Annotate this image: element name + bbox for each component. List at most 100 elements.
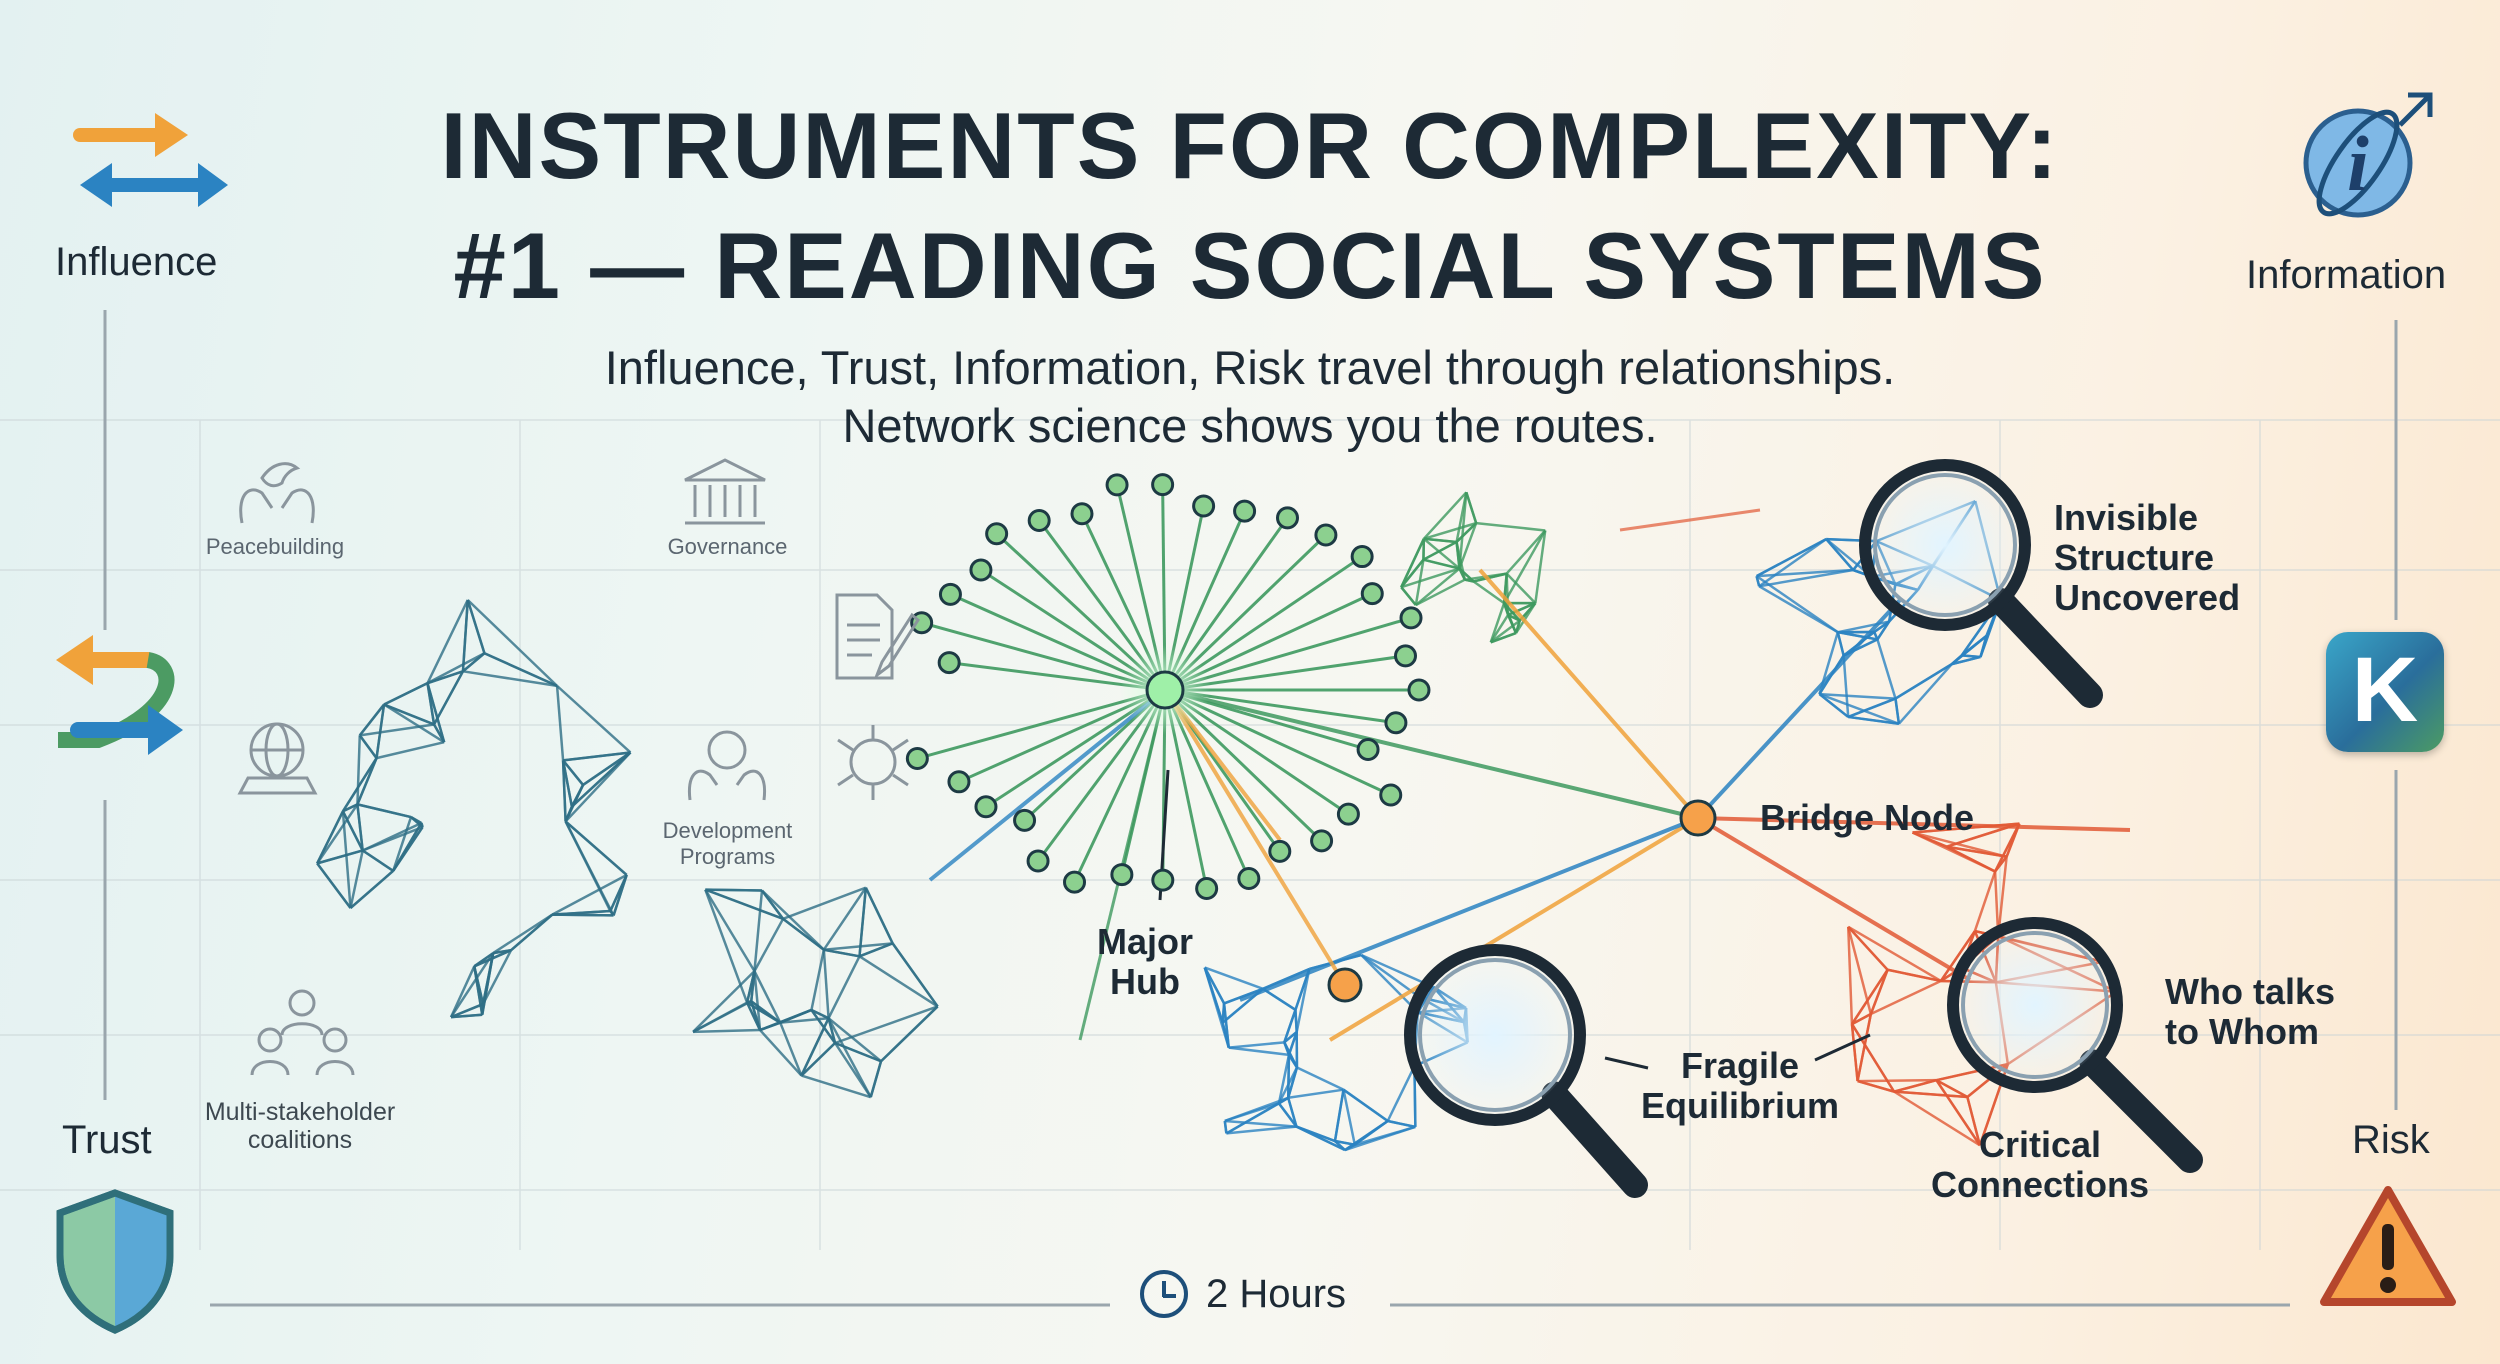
network-edge	[1966, 1096, 1982, 1146]
network-edge	[827, 1017, 872, 1098]
sector-coalitions: Multi-stakeholder coalitions	[170, 1098, 430, 1154]
network-edge	[356, 735, 362, 805]
network-edge	[341, 810, 364, 852]
hub-leaf-node	[1151, 473, 1175, 497]
hub-leaf-node	[1356, 738, 1380, 762]
duration-label: 2 Hours	[1206, 1271, 1347, 1316]
network-edge	[759, 1029, 803, 1077]
network-edge	[427, 670, 464, 685]
k-app-icon: K	[2326, 632, 2444, 752]
network-edge	[358, 703, 386, 737]
network-edge	[376, 740, 445, 760]
network-edge	[801, 1074, 872, 1099]
callout-fragile-line2: Equilibrium	[1641, 1085, 1839, 1126]
network-edge	[450, 1013, 483, 1019]
network-edge	[481, 949, 513, 1005]
bridge-edge	[1619, 508, 1761, 532]
arrows-cycle-icon	[56, 635, 183, 755]
network-edge	[1415, 578, 1466, 607]
network-edge	[1386, 1065, 1416, 1122]
network-edge	[859, 942, 894, 958]
network-edge	[810, 949, 826, 1011]
hub-leaf-node	[974, 795, 998, 819]
callout-hub-line2: Hub	[1110, 961, 1180, 1002]
network-edge	[822, 886, 867, 951]
puzzle-icon	[837, 725, 909, 800]
network-edge	[362, 825, 424, 852]
network-edge	[473, 952, 494, 968]
network-edge	[1756, 537, 1827, 578]
network-edge	[316, 803, 359, 865]
network-edge	[426, 652, 485, 685]
network-edge	[432, 670, 465, 726]
sector-development-line2: Programs	[679, 844, 776, 869]
network-edge	[1472, 580, 1505, 605]
hub-leaf-node	[1379, 783, 1403, 807]
network-edge	[1490, 631, 1517, 644]
network-edge	[356, 757, 378, 805]
network-edge	[1514, 602, 1537, 634]
network-edge	[483, 652, 558, 688]
network-edge	[745, 1002, 762, 1031]
network-edge	[561, 760, 567, 822]
network-edge	[1387, 1119, 1416, 1129]
network-edge	[1506, 614, 1518, 634]
leader-line	[1814, 1033, 1871, 1062]
dove-hands-icon	[239, 462, 315, 524]
network-edge	[1283, 1009, 1297, 1043]
network-edge	[753, 890, 764, 972]
network-edge	[1847, 697, 1896, 719]
network-edge	[834, 1005, 939, 1045]
page-title-line1: INSTRUMENTS FOR COMPLEXITY:	[440, 93, 2060, 198]
network-edge	[383, 703, 435, 726]
network-edge	[1851, 1012, 1872, 1026]
network-edge	[693, 1028, 761, 1034]
network-edge	[571, 751, 632, 808]
page-title-line2: #1 — READING SOCIAL SYSTEMS	[453, 213, 2047, 318]
hub-leaf-node	[1268, 839, 1292, 863]
network-edge	[1283, 1030, 1298, 1044]
network-edge	[1423, 558, 1460, 570]
network-edge	[869, 1060, 883, 1098]
callout-who-talks: Who talks to Whom	[2165, 972, 2335, 1052]
network-edge	[1758, 568, 1854, 588]
network-edge	[1334, 1139, 1356, 1146]
hub-leaf-node	[1027, 509, 1051, 533]
network-edge	[1295, 968, 1311, 1033]
hub-leaf-node	[1195, 877, 1219, 901]
network-edge	[1857, 1078, 1937, 1083]
network-edge	[1819, 692, 1896, 700]
network-edge	[1294, 1009, 1298, 1033]
hub-leaf-node	[1151, 868, 1175, 892]
network-edge	[556, 684, 632, 754]
bridge-edge	[1328, 816, 1700, 1042]
hub-leaf-node	[1105, 473, 1129, 497]
network-edge	[1818, 693, 1849, 718]
network-edge	[1344, 1125, 1416, 1152]
callout-invisible-line1: Invisible	[2054, 497, 2199, 538]
network-edge	[753, 970, 762, 1031]
network-edge	[349, 869, 395, 909]
network-edge	[827, 1017, 837, 1044]
hub-leaf-node	[1275, 506, 1299, 530]
network-edge	[761, 889, 825, 951]
hub-leaf-node	[1350, 545, 1374, 569]
network-edge	[1894, 698, 1901, 724]
shield-icon	[56, 1189, 174, 1334]
network-edge	[1946, 845, 2007, 858]
network-edge	[692, 970, 756, 1033]
network-edge	[383, 682, 429, 706]
network-edge	[1489, 614, 1510, 643]
network-edge	[361, 849, 394, 872]
hub-leaf-node	[905, 746, 929, 770]
network-edge	[449, 965, 476, 1018]
network-edge	[1897, 663, 1953, 725]
network-edge	[753, 970, 782, 1024]
network-edge	[1458, 492, 1468, 569]
network-edge	[1837, 630, 1878, 641]
hub-leaf-node	[1192, 494, 1216, 518]
network-edge	[462, 652, 486, 673]
network-edge	[582, 751, 632, 786]
network-edge	[1465, 491, 1478, 524]
network-edge	[1333, 1089, 1345, 1142]
